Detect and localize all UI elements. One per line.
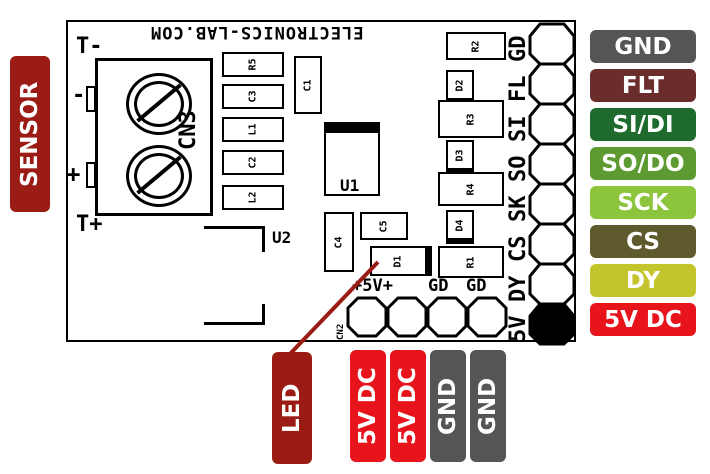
component-r2: R2 (446, 32, 506, 60)
component-u1: U1 (324, 122, 380, 196)
component-c5: C5 (360, 212, 408, 240)
pin-label-dy: DY (590, 264, 696, 297)
component-r1: R1 (438, 246, 504, 278)
component-l1: L1 (222, 117, 284, 142)
pin-label-si-di: SI/DI (590, 108, 696, 141)
component-c1: C1 (294, 56, 322, 114)
pin-label-cs: CS (590, 225, 696, 258)
component-d1: D1 (370, 246, 432, 276)
component-r5: R5 (222, 52, 284, 77)
component-d4: D4 (446, 210, 474, 244)
pin-label-5v-dc: 5V DC (590, 303, 696, 336)
component-u2-outline-bottom-right (262, 304, 265, 325)
label-t-minus: T- (76, 34, 103, 59)
component-u2-outline-bottom (204, 322, 264, 325)
component-d3: D3 (446, 140, 474, 174)
bottom-silk-gd-1: GD (428, 276, 449, 296)
sensor-label: SENSOR (10, 56, 50, 212)
bottom-pin-label-5v-dc-2: 5V DC (390, 350, 426, 462)
component-r4: R4 (438, 172, 504, 206)
component-u2-outline-right (262, 226, 265, 252)
pin-label-flt: FLT (590, 69, 696, 102)
right-connector-pads (528, 22, 576, 346)
led-label: LED (272, 352, 312, 464)
bottom-pin-label-gnd-2: GND (470, 350, 506, 462)
component-c4: C4 (324, 212, 354, 272)
pin-label-so-do: SO/DO (590, 147, 696, 180)
component-c3: C3 (222, 84, 284, 109)
component-c2: C2 (222, 150, 284, 175)
component-r3: R3 (438, 100, 504, 138)
bottom-connector-pads (346, 296, 508, 338)
label-minus: - (72, 83, 86, 108)
bottom-pin-label-5v-dc-1: 5V DC (350, 350, 386, 462)
pin-label-sck: SCK (590, 186, 696, 219)
label-plus: + (66, 160, 81, 188)
bottom-silk-gd-2: GD (466, 276, 487, 296)
bottom-pin-label-gnd-1: GND (430, 350, 466, 462)
pin-label-gnd: GND (590, 30, 696, 63)
component-u2-outline-top (204, 226, 264, 229)
terminal-tab-top (86, 86, 96, 112)
u2-label: U2 (272, 228, 292, 247)
component-l2: L2 (222, 185, 284, 210)
terminal-tab-bottom (86, 162, 96, 188)
terminal-block-cn3 (95, 58, 213, 216)
label-t-plus: T+ (76, 212, 103, 237)
